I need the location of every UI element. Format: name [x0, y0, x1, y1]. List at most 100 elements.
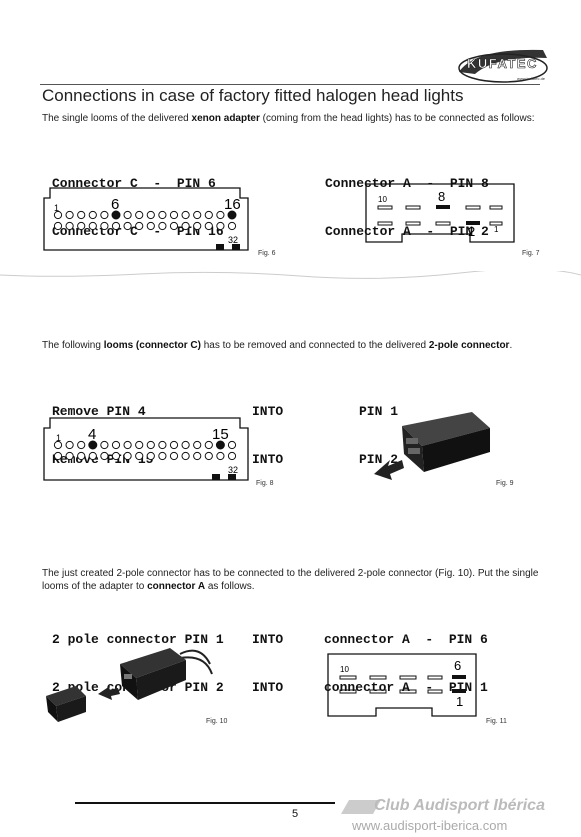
pin — [135, 451, 144, 461]
pin — [204, 221, 213, 231]
pin-label-mark1: 6 — [111, 196, 119, 213]
pin — [146, 451, 155, 461]
pin — [135, 210, 144, 220]
section2-intro: The following looms (connector C) has to… — [42, 340, 513, 351]
section1-intro: The single looms of the delivered xenon … — [42, 113, 535, 124]
pin-label-start: 1 — [54, 203, 59, 213]
fig-caption: Fig. 6 — [258, 250, 276, 257]
pin-marked — [88, 440, 98, 450]
pin — [146, 440, 155, 450]
pin-label-mark2: 1 — [456, 694, 463, 709]
connector-pair-image — [40, 634, 225, 734]
fig-caption: Fig. 10 — [206, 718, 228, 725]
pin — [169, 451, 179, 461]
fig-caption: Fig. 9 — [496, 480, 514, 487]
pin — [181, 221, 190, 231]
pin-label-mark2: 15 — [212, 426, 229, 443]
pin — [146, 210, 155, 220]
arrow-icon — [374, 460, 404, 480]
connector-c-diagram: 1 6 16 32 — [40, 184, 252, 259]
fig-caption: Fig. 7 — [522, 250, 540, 257]
pin — [88, 451, 97, 461]
torn-edge — [0, 266, 581, 279]
pin — [146, 221, 155, 231]
pin — [88, 221, 97, 231]
pin — [88, 210, 97, 220]
pin — [169, 221, 179, 231]
pin — [123, 440, 132, 450]
pin — [100, 210, 109, 220]
pin-label-start: 10 — [340, 665, 349, 674]
page-title: Connections in case of factory fitted ha… — [42, 86, 464, 105]
pin-label-mark1: 4 — [88, 426, 96, 443]
fig-caption: Fig. 11 — [486, 718, 507, 725]
pin — [181, 210, 190, 220]
pin — [100, 221, 109, 231]
pin-marked — [227, 210, 237, 220]
pin-label-end: 32 — [228, 235, 238, 245]
pin — [158, 221, 167, 231]
pin — [111, 221, 121, 231]
pin — [216, 221, 225, 231]
pin-marked — [111, 210, 121, 220]
pin — [216, 451, 225, 461]
section3-intro: The just created 2-pole connector has to… — [42, 568, 539, 592]
pin — [158, 440, 167, 450]
pin-label-mark2: 2 — [468, 224, 475, 239]
pin — [204, 440, 213, 450]
page-number: 5 — [292, 808, 299, 820]
pin — [158, 451, 167, 461]
pin-label-mark2: 16 — [224, 196, 241, 213]
pin — [111, 440, 121, 450]
pin — [65, 451, 74, 461]
connector-c-diagram: 1 4 15 32 — [40, 414, 252, 489]
fig-caption: Fig. 8 — [256, 480, 274, 487]
connector-a-diagram: 10 8 2 1 — [362, 180, 522, 251]
pin-label-end: 1 — [494, 225, 499, 234]
watermark-text: Club Audisport Ibérica — [374, 797, 545, 814]
pin — [77, 440, 86, 450]
pin — [216, 210, 225, 220]
header-rule — [40, 84, 540, 85]
pin — [53, 210, 63, 220]
pin — [181, 440, 190, 450]
pin — [53, 221, 63, 231]
logo-url: www.kufatec.de — [517, 76, 546, 81]
pin — [158, 210, 167, 220]
pin — [65, 221, 74, 231]
pin-label-mark1: 8 — [438, 189, 445, 204]
pin — [77, 221, 86, 231]
pin — [123, 210, 132, 220]
pin-label-end: 32 — [228, 465, 238, 475]
pin — [193, 221, 202, 231]
pin — [193, 451, 202, 461]
pin — [123, 451, 132, 461]
pin — [204, 451, 213, 461]
logo-text: KUFATEC — [467, 56, 538, 71]
connector-a-diagram: 10 6 1 — [324, 650, 484, 727]
pin — [227, 440, 237, 450]
pin — [193, 440, 202, 450]
watermark-logo — [335, 798, 385, 816]
pin — [135, 221, 144, 231]
pin — [77, 210, 86, 220]
instruction-line: Connector A - PIN 2 — [325, 224, 489, 239]
pin-label-mark1: 6 — [454, 658, 461, 673]
pin — [204, 210, 213, 220]
pin-label-start: 10 — [378, 195, 387, 204]
instruction-line: Connector C - PIN 6 — [52, 176, 216, 191]
pin — [181, 451, 190, 461]
pin — [169, 210, 179, 220]
two-pole-connector-image — [372, 408, 497, 493]
pin — [123, 221, 132, 231]
pin — [53, 440, 63, 450]
pin — [100, 451, 109, 461]
pin — [53, 451, 63, 461]
arrow-icon — [98, 686, 120, 700]
pin — [193, 210, 202, 220]
watermark-url: www.audisport-iberica.com — [352, 818, 508, 833]
